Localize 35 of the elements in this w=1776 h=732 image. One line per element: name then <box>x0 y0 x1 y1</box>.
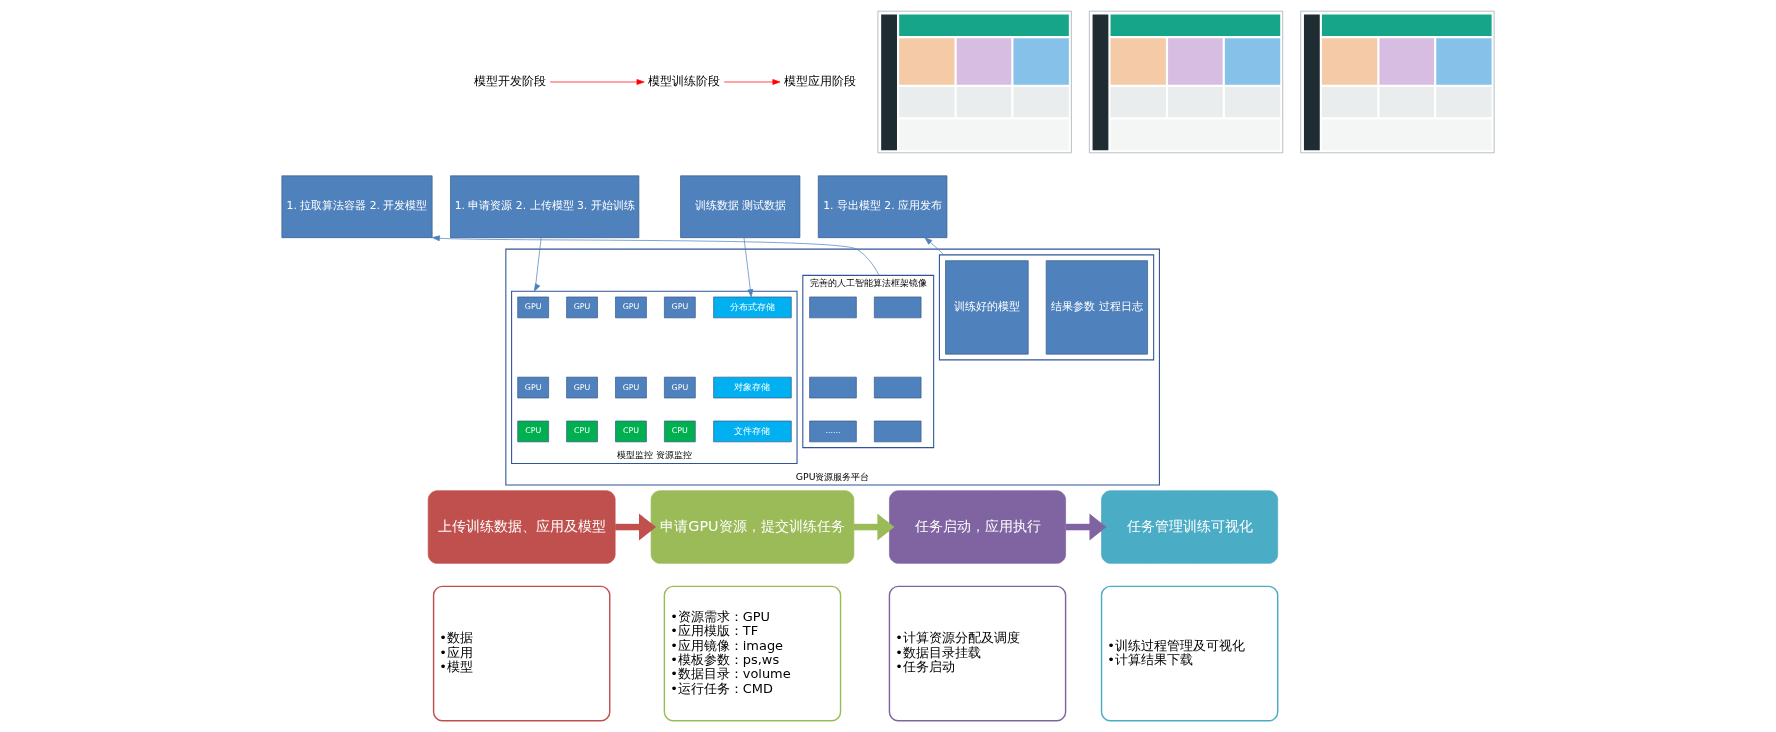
node-text: 模型开发阶段 <box>474 73 547 88</box>
arrow <box>854 513 895 541</box>
node-box: 1. 申请资源 2. 上传模型 3. 开始训练 <box>450 175 640 238</box>
node-text: 模型应用阶段 <box>784 73 857 88</box>
node-box: 任务管理训练可视化 <box>1101 490 1279 564</box>
node-box: 任务启动，应用执行 <box>889 490 1066 564</box>
arrow <box>743 237 754 298</box>
node-box: •资源需求：GPU •应用模版：TF •应用镜像：image •模板参数：ps,ws •数据目录：volume •运行任务：CMD <box>663 585 842 722</box>
cluster <box>938 254 1155 361</box>
node-box <box>874 296 922 319</box>
node-box: 分布式存储 <box>713 296 792 319</box>
node-box: 申请GPU资源，提交训练任务 <box>650 490 855 564</box>
node-box: 上传训练数据、应用及模型 <box>427 490 616 564</box>
node-box <box>874 420 922 443</box>
arrow <box>723 79 781 85</box>
arrow <box>615 513 657 541</box>
node-box: •计算资源分配及调度 •数据目录挂载 •任务启动 <box>888 585 1067 722</box>
node-box: 训练数据 测试数据 <box>680 175 801 238</box>
arrow <box>431 235 880 276</box>
node-box <box>809 296 857 319</box>
node-text: 模型训练阶段 <box>648 73 721 88</box>
node-box: 文件存储 <box>713 420 792 443</box>
node-box: 结果参数 过程日志 <box>1045 260 1148 355</box>
arrow <box>533 237 542 292</box>
node-box: 1. 导出模型 2. 应用发布 <box>817 175 948 238</box>
node-box: •训练过程管理及可视化 •计算结果下载 <box>1100 585 1279 722</box>
node-box <box>809 376 857 399</box>
node-box: 1. 拉取算法容器 2. 开发模型 <box>281 175 433 238</box>
arrow <box>549 79 645 85</box>
node-box: 训练好的模型 <box>945 260 1029 355</box>
arrow <box>1065 513 1107 541</box>
node-box <box>874 376 922 399</box>
arrow <box>924 237 945 256</box>
node-box: 对象存储 <box>713 376 792 399</box>
node-box: •数据 •应用 •模型 <box>432 585 611 722</box>
